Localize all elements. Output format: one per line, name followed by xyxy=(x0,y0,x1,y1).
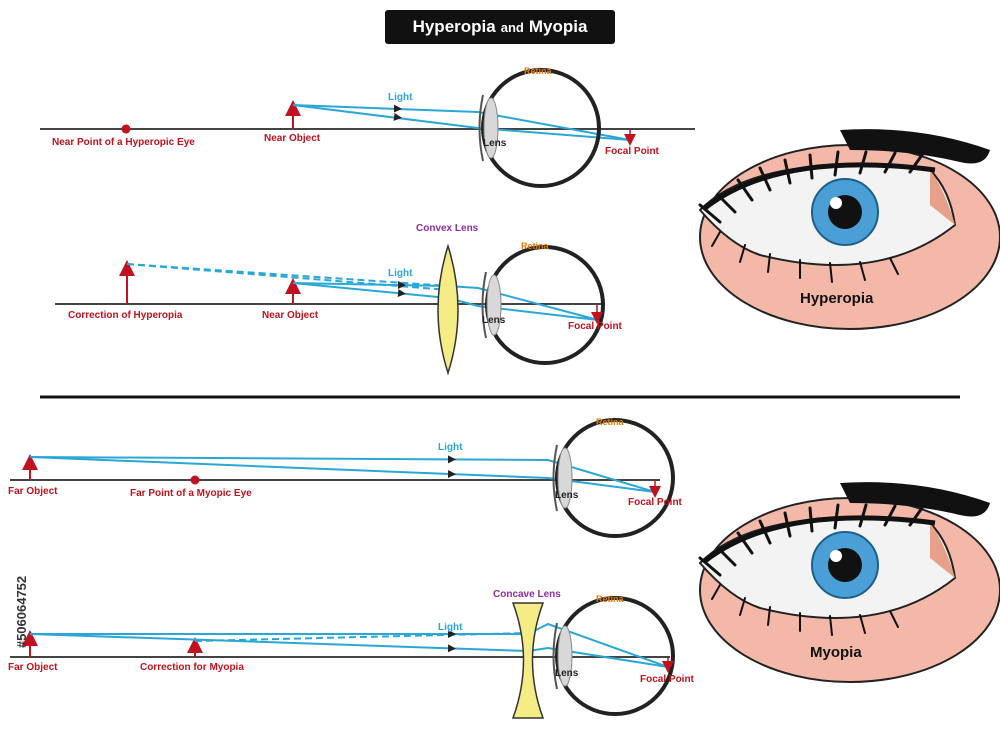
eye-highlight-icon xyxy=(830,197,842,209)
near-object-label: Near Object xyxy=(262,310,319,321)
upper-lashline xyxy=(703,515,936,563)
retina-label: Retina xyxy=(596,417,625,427)
eye-corner xyxy=(930,170,955,225)
far-object-label: Far Object xyxy=(8,662,58,673)
title-word-myopia: Myopia xyxy=(528,17,588,36)
far-point-label: Far Point of a Myopic Eye xyxy=(130,488,252,499)
convex-lens xyxy=(437,243,459,376)
eye-highlight-icon xyxy=(830,550,842,562)
concave-lens-label: Concave Lens xyxy=(493,589,561,600)
focal-point-label: Focal Point xyxy=(628,497,683,508)
eyelashes xyxy=(698,503,924,577)
eyebrow xyxy=(840,482,990,517)
title-joiner: and xyxy=(500,19,524,35)
eye-lens xyxy=(486,274,502,336)
light-label: Light xyxy=(388,92,413,103)
title-word-hyperopia: Hyperopia xyxy=(412,17,496,36)
cornea xyxy=(481,271,487,339)
lens-label: Lens xyxy=(555,668,579,679)
near-point-label: Near Point of a Hyperopic Eye xyxy=(52,137,195,148)
hyperopia-corrected: Convex Lens Correction of Hyperopia Near… xyxy=(55,223,623,376)
retina-label: Retina xyxy=(521,241,550,251)
light-label: Light xyxy=(438,622,463,633)
eyeball xyxy=(481,68,601,188)
eyeball xyxy=(555,596,675,716)
myopia-uncorrected: Far Object Far Point of a Myopic Eye Lig… xyxy=(8,417,683,538)
light-ray xyxy=(29,456,656,493)
near-point-dot xyxy=(121,124,131,134)
lower-lashes xyxy=(711,584,899,636)
title-banner: Hyperopia and Myopia xyxy=(385,10,615,44)
hyperopia-uncorrected: Near Point of a Hyperopic Eye Near Objec… xyxy=(40,66,695,188)
lens-label: Lens xyxy=(483,138,507,149)
cornea xyxy=(478,94,484,162)
light-ray xyxy=(292,104,631,141)
lower-lashes xyxy=(711,231,899,283)
focal-point-label: Focal Point xyxy=(605,146,660,157)
lens-label: Lens xyxy=(482,315,506,326)
ray-direction-arrow xyxy=(393,112,402,121)
correction-label: Correction of Hyperopia xyxy=(68,310,183,321)
convex-lens-label: Convex Lens xyxy=(416,223,479,234)
light-ray xyxy=(29,456,656,493)
myopia-eye-illustration: Myopia xyxy=(698,482,1000,683)
light-label: Light xyxy=(438,442,463,453)
focal-point-label: Focal Point xyxy=(640,674,695,685)
eye-lens xyxy=(483,97,499,159)
eye-lens xyxy=(557,625,573,687)
far-object-label: Far Object xyxy=(8,486,58,497)
focal-point-label: Focal Point xyxy=(568,321,623,332)
cornea xyxy=(552,622,558,690)
near-object-label: Near Object xyxy=(264,133,321,144)
light-ray xyxy=(292,282,599,321)
eyebrow xyxy=(840,129,990,164)
myopia-corrected: Concave Lens Far Object Correction for M… xyxy=(8,589,695,719)
retina-label: Retina xyxy=(524,66,553,76)
far-point-dot xyxy=(190,475,200,485)
light-ray xyxy=(292,104,631,141)
ray-direction-arrow xyxy=(397,289,406,297)
retina-label: Retina xyxy=(596,594,625,604)
myopia-eye-label: Myopia xyxy=(810,644,862,661)
hyperopia-eye-illustration: Hyperopia xyxy=(698,129,1000,330)
cornea xyxy=(552,444,558,512)
stock-id-watermark: #506064752 xyxy=(14,576,29,648)
eye-lens xyxy=(557,447,573,509)
eye-corner xyxy=(930,523,955,578)
concave-lens xyxy=(511,602,545,719)
light-label: Light xyxy=(388,268,413,279)
upper-lashline xyxy=(703,162,936,210)
hyperopia-eye-label: Hyperopia xyxy=(800,290,874,307)
correction-label: Correction for Myopia xyxy=(140,662,244,673)
eyeball xyxy=(555,418,675,538)
lens-label: Lens xyxy=(555,490,579,501)
virtual-ray xyxy=(126,263,449,287)
light-ray xyxy=(29,633,669,668)
light-ray xyxy=(292,282,599,321)
light-ray xyxy=(30,622,669,668)
eyelashes xyxy=(698,150,924,224)
